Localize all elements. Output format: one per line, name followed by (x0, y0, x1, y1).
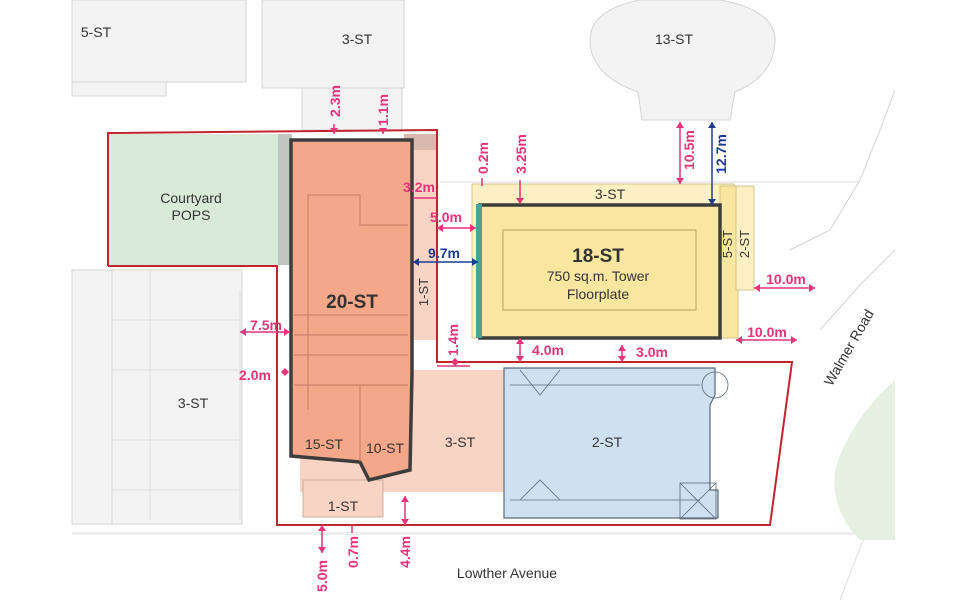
tower-18-green-edge (476, 204, 482, 338)
dimension-arrowheads-blue (413, 122, 716, 266)
label-10-st: 10-ST (366, 440, 405, 456)
label-2-st: 2-ST (592, 434, 623, 450)
dim-7-5m: 7.5m (250, 317, 282, 333)
dim-10-0m-a: 10.0m (766, 271, 806, 287)
label-20-st: 20-ST (326, 292, 378, 313)
label-walmer-road: Walmer Road (820, 307, 876, 389)
dim-2-3m: 2.3m (327, 85, 343, 117)
site-boundary (107, 128, 794, 526)
label-5-st-nw: 5-ST (81, 24, 112, 40)
label-3-st-south: 3-ST (445, 434, 476, 450)
label-13-st: 13-ST (655, 31, 694, 47)
dim-10-5m: 10.5m (681, 130, 697, 170)
podium-5-st-side (719, 185, 739, 339)
dim-12-7m: 12.7m (713, 134, 729, 174)
label-1-st-south: 1-ST (328, 498, 359, 514)
tower-20-internal-lines (294, 194, 408, 462)
dim-3-2m: 3.2m (403, 179, 435, 195)
label-tower-floorplate-1: 750 sq.m. Tower (547, 268, 650, 284)
dim-4-4m: 4.4m (397, 536, 413, 568)
dim-5-0m-b: 5.0m (314, 560, 330, 592)
label-3-st-podium: 3-ST (595, 186, 626, 202)
dim-0-7m: 0.7m (345, 536, 361, 568)
adjacent-strip (278, 134, 292, 265)
label-tower-floorplate-2: Floorplate (567, 286, 629, 302)
label-18-st: 18-ST (572, 246, 624, 267)
dim-0-2m: 0.2m (475, 142, 491, 174)
tower-18-st (478, 203, 722, 340)
tower-18-floorplate (502, 229, 697, 311)
label-3-st-west: 3-ST (178, 395, 209, 411)
park-green (834, 380, 895, 540)
dim-1-4m: 1.4m (445, 324, 461, 356)
dim-2-0m: 2.0m (239, 367, 271, 383)
courtyard-pops (109, 134, 279, 265)
dimension-line-blue (413, 122, 713, 263)
dimension-arrowheads (240, 122, 815, 553)
church-2-st (503, 367, 719, 519)
label-pops: POPS (172, 207, 211, 223)
dim-5-0m-a: 5.0m (430, 209, 462, 225)
label-1-st-mid: 1-ST (416, 278, 431, 306)
dim-10-0m-b: 10.0m (747, 324, 787, 340)
church-internal-lines (510, 369, 729, 520)
label-5-st-side: 5-ST (720, 230, 735, 258)
dim-9-7m: 9.7m (428, 245, 460, 261)
dim-3-25m: 3.25m (513, 134, 529, 174)
context-buildings (71, 0, 896, 535)
dim-1-1m: 1.1m (375, 94, 391, 126)
podium-2-st-side (735, 185, 755, 291)
label-lowther-avenue: Lowther Avenue (457, 565, 557, 581)
label-courtyard: Courtyard (160, 190, 221, 206)
label-15-st: 15-ST (305, 436, 344, 452)
dim-4-0m: 4.0m (532, 342, 564, 358)
dim-3-0m: 3.0m (636, 344, 668, 360)
label-2-st-side: 2-ST (737, 230, 752, 258)
label-3-st-north: 3-ST (342, 31, 373, 47)
